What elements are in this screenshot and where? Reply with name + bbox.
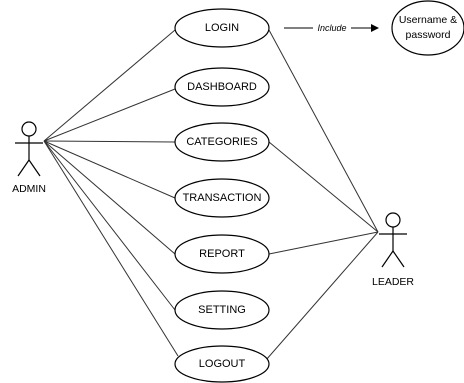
use-case-logout: LOGOUT xyxy=(174,345,270,383)
setting-ellipse xyxy=(174,290,270,330)
leader-to-login-line xyxy=(268,29,379,233)
login-label: LOGIN xyxy=(205,22,239,34)
leader-head xyxy=(385,212,401,228)
use-case-transaction: TRANSACTION xyxy=(174,178,270,218)
admin-head xyxy=(21,121,37,137)
dashboard-ellipse xyxy=(174,67,270,107)
use-case-categories: CATEGORIES xyxy=(174,122,270,162)
admin-to-dashboard-line xyxy=(43,88,176,142)
include-label: Include xyxy=(317,23,346,33)
admin-label: ADMIN xyxy=(12,183,46,195)
logout-label: LOGOUT xyxy=(199,358,246,370)
admin-to-transaction-line xyxy=(43,140,176,199)
use-case-login: LOGIN xyxy=(174,8,270,48)
leader-to-categories-line xyxy=(268,141,379,233)
logout-ellipse xyxy=(174,345,270,383)
leader-left-leg xyxy=(381,250,394,268)
report-ellipse xyxy=(174,234,270,274)
setting-label: SETTING xyxy=(198,304,246,316)
include-label-background xyxy=(313,22,351,34)
dashboard-label: DASHBOARD xyxy=(187,81,257,93)
actor-leader: LEADER xyxy=(372,212,414,288)
use-case-dashboard: DASHBOARD xyxy=(174,67,270,107)
report-label: REPORT xyxy=(199,248,245,260)
username-password-line-1: Username & xyxy=(399,14,457,26)
leader-to-logout-line xyxy=(265,231,379,361)
use-case-setting: SETTING xyxy=(174,290,270,330)
admin-to-login-line xyxy=(43,29,176,142)
admin-to-categories-line xyxy=(43,140,176,143)
leader-label: LEADER xyxy=(372,276,414,288)
admin-to-logout-line xyxy=(43,140,179,357)
username-password-line-2: password xyxy=(406,29,451,41)
actor-admin: ADMIN xyxy=(12,121,46,195)
admin-right-leg xyxy=(28,159,41,177)
admin-to-setting-line xyxy=(43,140,176,311)
leader-right-leg xyxy=(392,250,405,268)
association-lines xyxy=(43,29,379,361)
transaction-ellipse xyxy=(174,178,270,218)
leader-to-report-line xyxy=(268,231,379,255)
login-ellipse xyxy=(174,8,270,48)
categories-ellipse xyxy=(174,122,270,162)
use-case-report: REPORT xyxy=(174,234,270,274)
categories-label: CATEGORIES xyxy=(186,136,257,148)
username-password-ellipse xyxy=(391,0,464,56)
admin-left-leg xyxy=(17,159,30,177)
transaction-label: TRANSACTION xyxy=(183,192,262,204)
admin-to-report-line xyxy=(43,140,176,255)
include-relationship: Include xyxy=(284,22,379,34)
use-case-username-password: Username & password xyxy=(391,0,464,56)
